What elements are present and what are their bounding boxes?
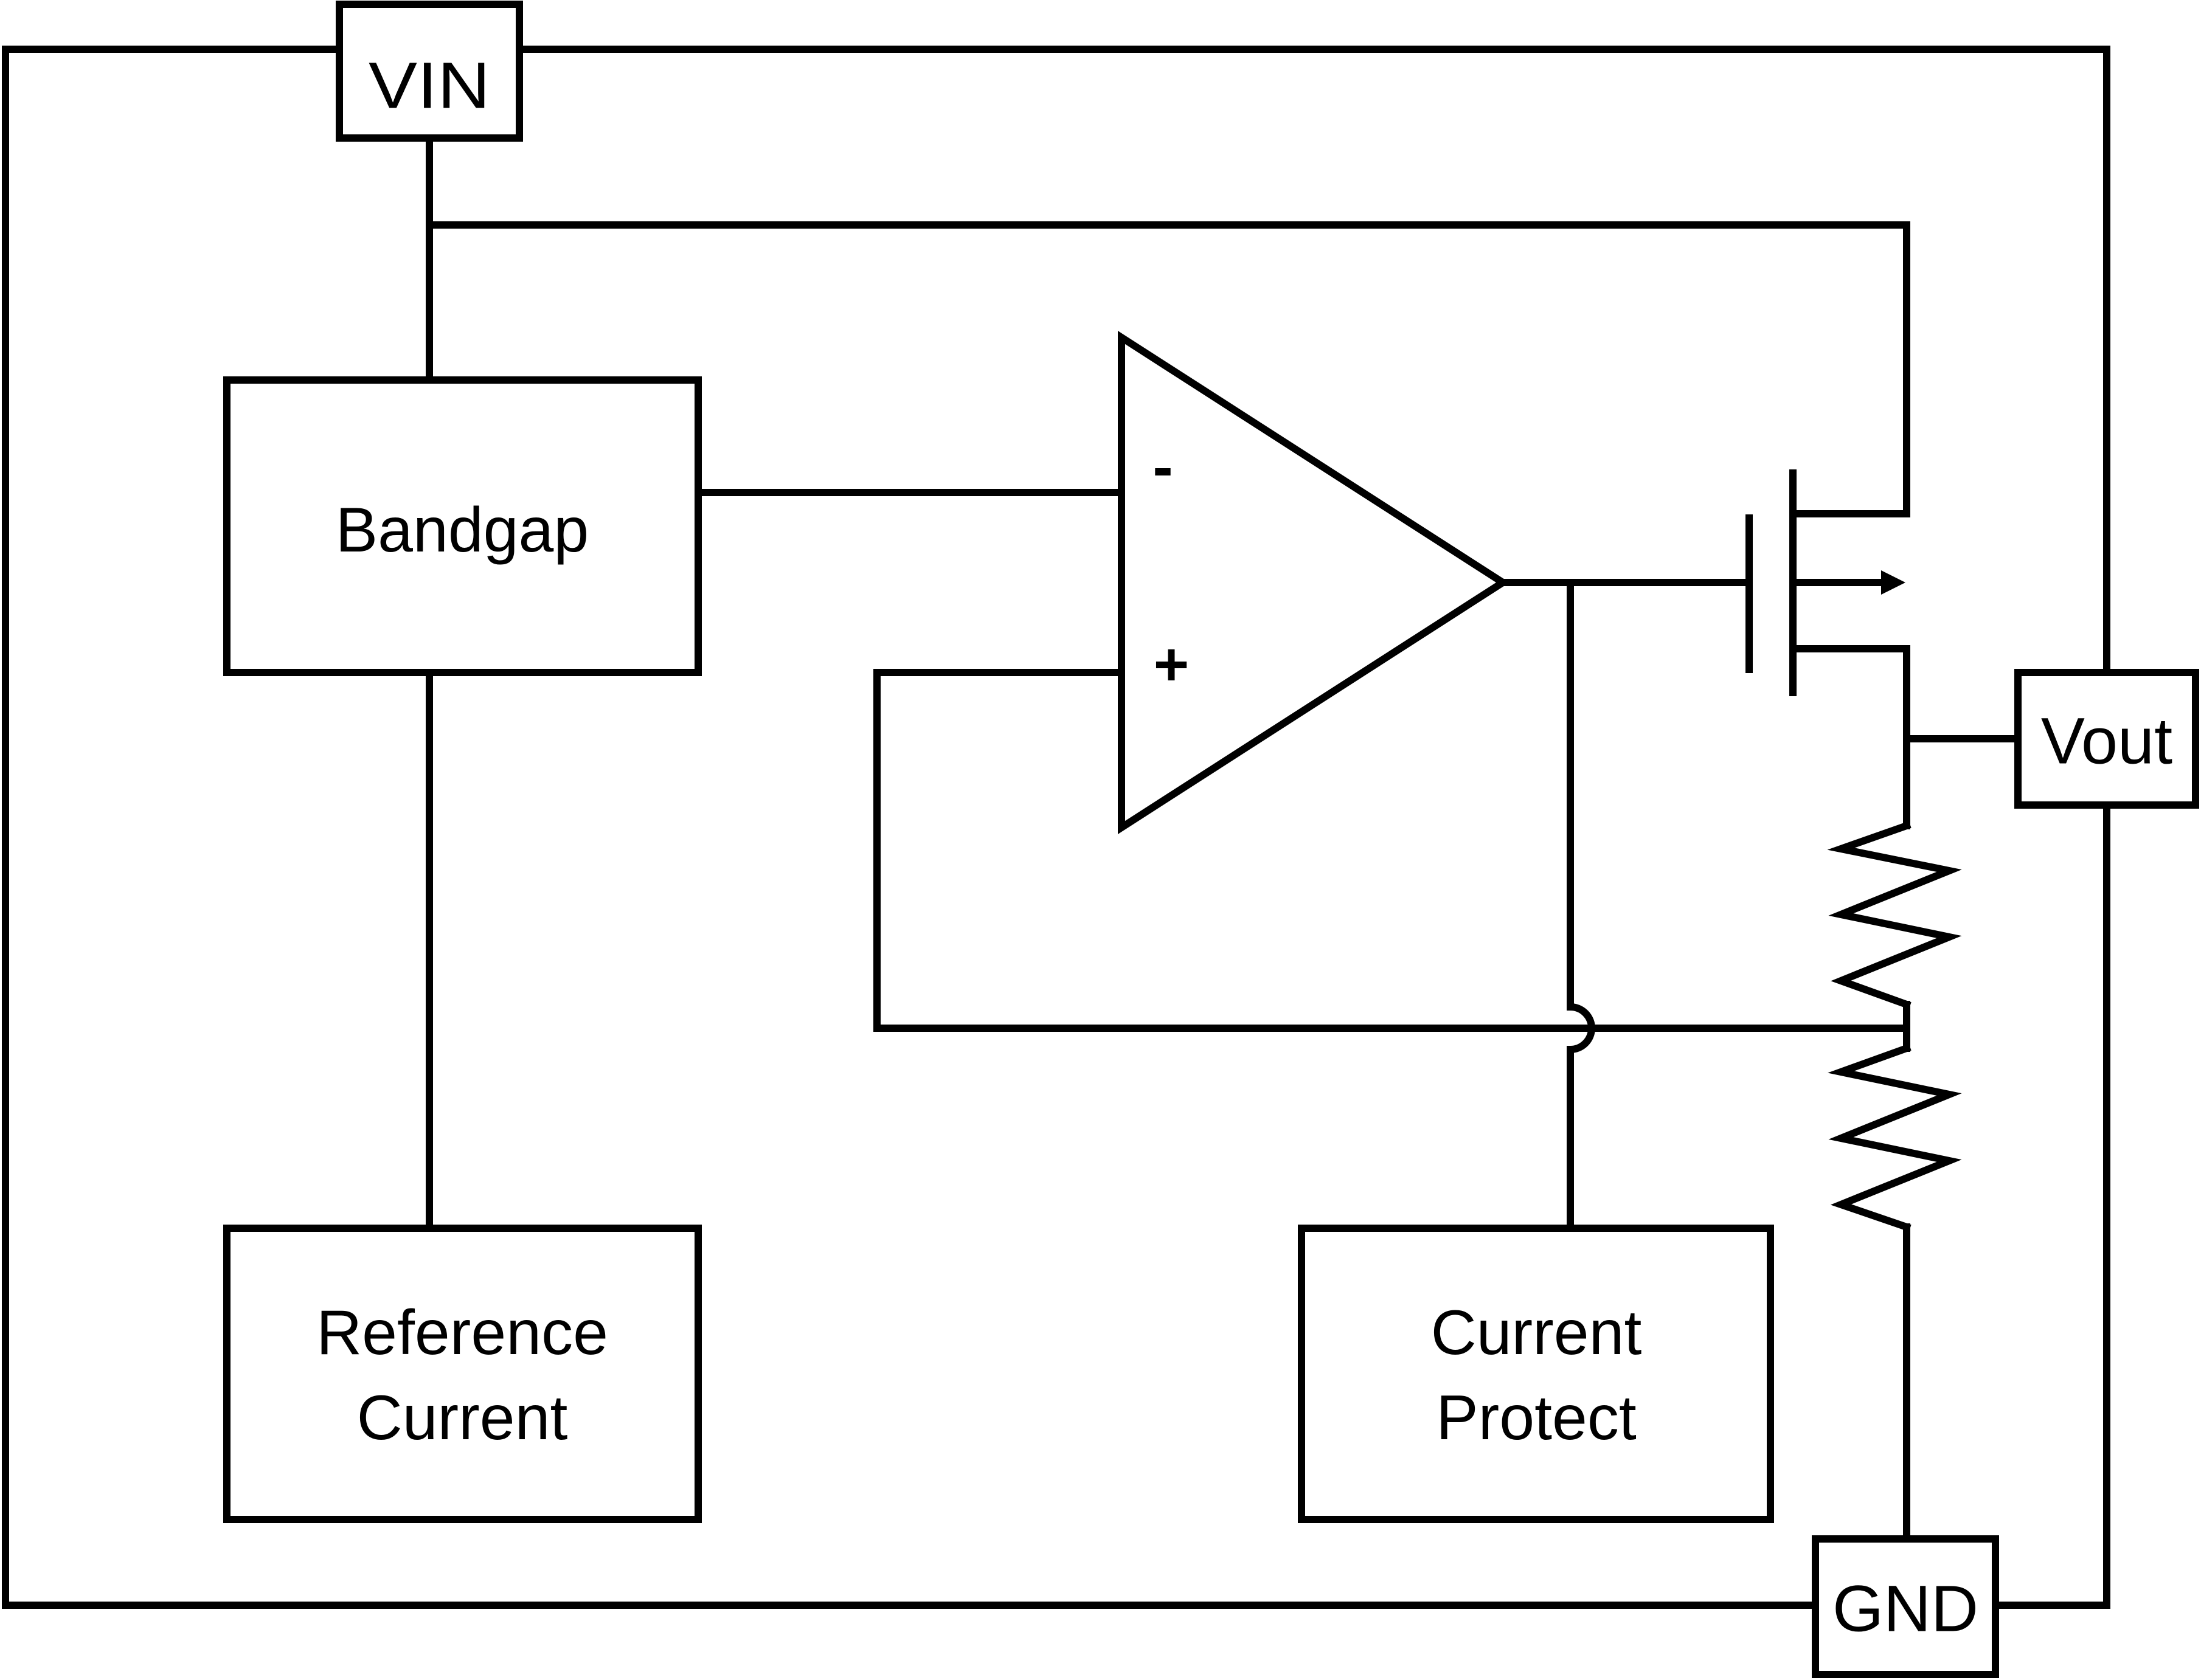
package-outline: [2, 46, 2110, 1609]
current-protect-box: [1298, 1225, 1774, 1523]
vout-pin: Vout: [2014, 669, 2199, 809]
resistor-bottom: [1828, 1043, 1962, 1232]
vout-pin-box: [2014, 669, 2199, 809]
pass-transistor: [1745, 469, 1905, 696]
resistor-top: [1827, 821, 1962, 1009]
gnd-pin: GND: [1812, 1535, 1999, 1678]
opamp-triangle: [1118, 331, 1510, 834]
gnd-pin-label: GND: [1832, 1572, 1978, 1645]
reference-current-box: [223, 1225, 702, 1523]
current-protect-block: Current Protect: [1298, 1225, 1774, 1523]
resistor-divider: [1827, 821, 1962, 1232]
wires: [426, 134, 2022, 1543]
bandgap-box: [223, 376, 702, 676]
wire-crossover-jump: [1566, 1003, 1595, 1054]
reference-current-block: Reference Current: [223, 1225, 702, 1523]
reference-current-label-line1: Reference: [316, 1298, 608, 1368]
error-amplifier: - +: [1118, 331, 1510, 834]
transistor-arrow-icon: [1881, 570, 1905, 595]
opamp-inverting-label: -: [1152, 433, 1173, 501]
wire-feedback-to-noninverting: [873, 669, 1562, 1032]
vin-pin-label: VIN: [369, 49, 490, 122]
wire-source-node: [1789, 645, 1910, 829]
outline-bottom-right: [1992, 801, 2110, 1609]
outline-top-right: [516, 46, 2110, 676]
opamp-noninverting-label: +: [1154, 631, 1189, 699]
current-protect-label-line2: Protect: [1436, 1383, 1637, 1453]
reference-current-label-line2: Current: [357, 1383, 568, 1453]
vin-pin: VIN: [336, 1, 523, 142]
bandgap-block: Bandgap: [223, 376, 702, 676]
gnd-pin-box: [1812, 1535, 1999, 1678]
outline-top-left: [2, 46, 1819, 1609]
bandgap-label: Bandgap: [336, 495, 589, 565]
vout-pin-label: Vout: [2041, 704, 2172, 778]
current-protect-label-line1: Current: [1431, 1298, 1642, 1368]
vin-pin-box: [336, 1, 523, 142]
wire-vin-rail-to-drain: [426, 221, 1910, 517]
